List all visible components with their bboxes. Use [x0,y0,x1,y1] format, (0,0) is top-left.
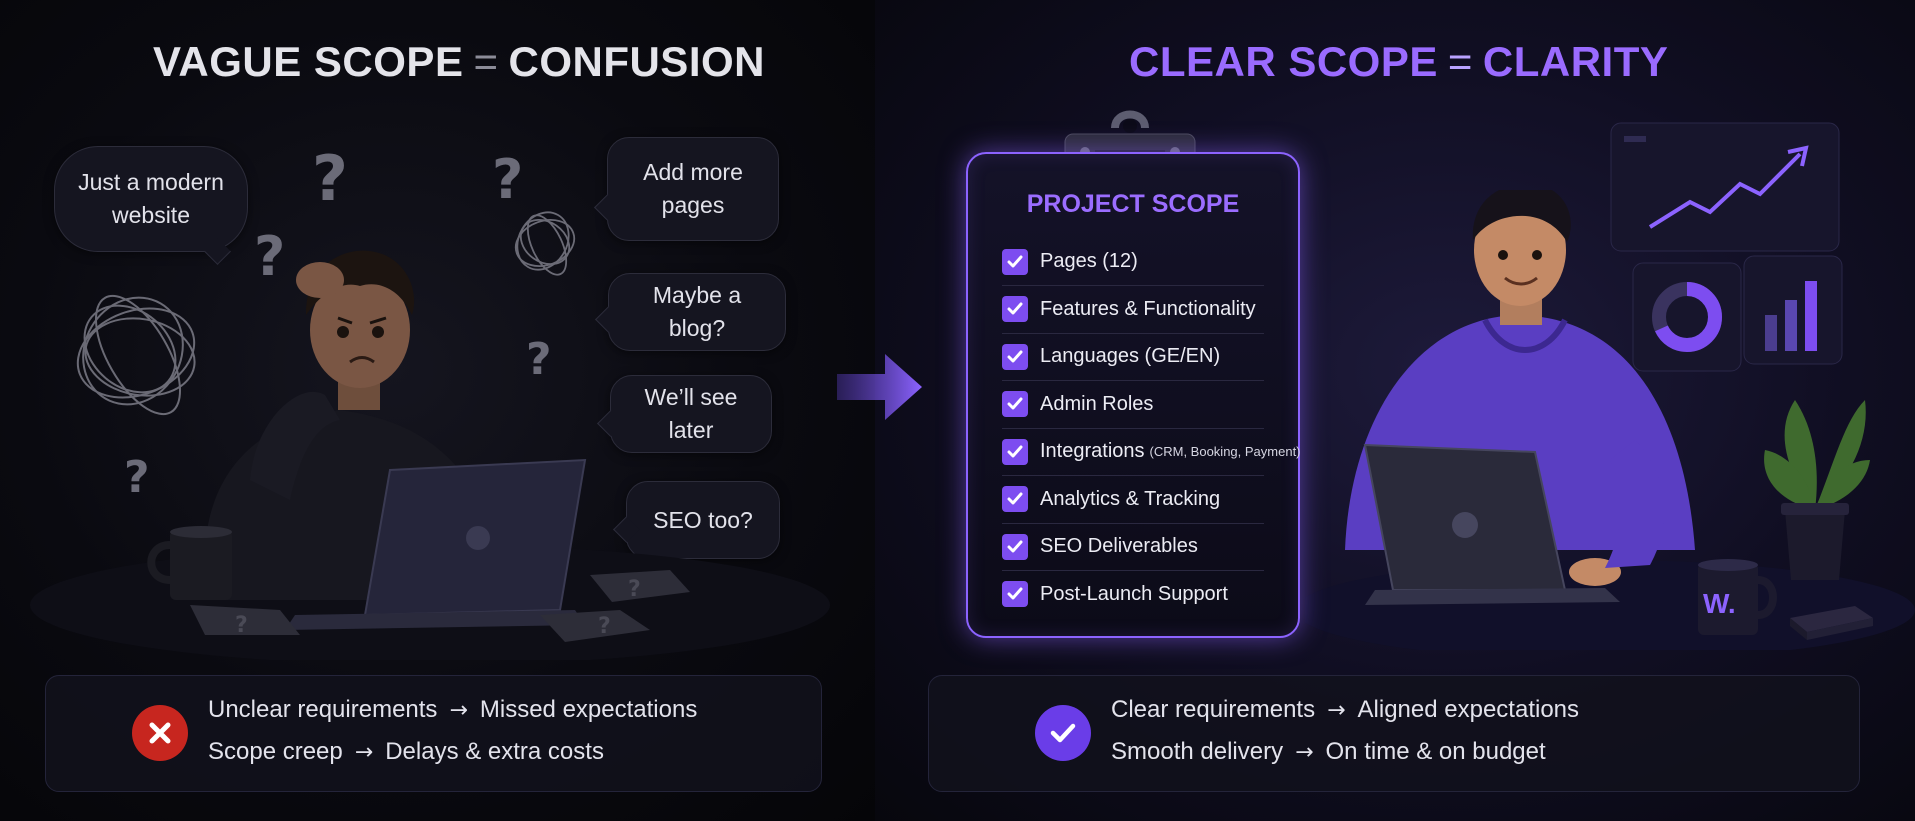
vague-scope-panel: VAGUE SCOPE=CONFUSION ? ? ? ? ? [0,0,875,821]
checkbox-icon [1002,391,1028,417]
arrow-right-icon: → [449,698,468,723]
svg-text:?: ? [598,614,611,639]
scope-item-label: Pages (12) [1040,250,1138,272]
mug-logo: W. [1703,588,1736,619]
right-title-equals: = [1447,38,1473,85]
bubble-text: Just a modern website [78,169,224,228]
scope-item-label: SEO Deliverables [1040,535,1198,557]
left-summary-box: Unclear requirements → Missed expectations… [45,675,822,792]
speech-bubble: We’ll see later [597,375,772,453]
right-summary-line-2: Smooth delivery → On time & on budget [1111,738,1546,766]
scope-item: Admin Roles [1002,381,1264,429]
scope-item-label: Analytics & Tracking [1040,487,1221,510]
line-chart-icon [1610,122,1840,252]
svg-text:?: ? [628,577,641,602]
left-title-part2: CONFUSION [508,38,765,85]
right-title-part2: CLARITY [1482,38,1669,85]
check-icon [1035,705,1091,761]
summary-text: Aligned expectations [1357,696,1580,723]
bar-chart-icon [1743,255,1843,365]
scope-item-label: Integrations [1040,440,1145,462]
summary-text: Missed expectations [479,696,698,723]
question-mark-icon: ? [124,452,150,503]
mug-icon [1698,559,1777,635]
checkbox-icon [1002,296,1028,322]
summary-text: Scope creep [208,738,343,765]
left-title-equals: = [473,38,499,85]
project-scope-clipboard: PROJECT SCOPE Pages (12) Features & Funct… [966,152,1301,638]
question-mark-icon: ? [492,148,524,211]
left-summary-line-2: Scope creep → Delays & extra costs [208,738,604,766]
scribble-icon [514,211,576,276]
scope-title: PROJECT SCOPE [1026,190,1240,218]
summary-text: On time & on budget [1325,738,1546,765]
speech-bubble: Just a modern website [54,146,248,265]
speech-bubble: Add more pages [594,137,779,241]
happy-person-illustration [1305,190,1915,650]
right-title-part1: CLEAR SCOPE [1129,38,1438,85]
summary-text: Clear requirements [1111,696,1316,723]
scope-item-label: Languages (GE/EN) [1040,345,1221,367]
arrow-right-icon: → [354,740,374,765]
scope-item: Integrations (CRM, Booking, Payment) [1002,428,1301,476]
scope-item: Analytics & Tracking [1002,476,1264,524]
bubble-text: Add more pages [643,159,743,218]
plant-icon [1764,400,1870,580]
speech-bubble: SEO too? [613,481,780,559]
summary-text: Delays & extra costs [385,738,604,765]
right-summary-line-1: Clear requirements → Aligned expectations [1111,696,1579,724]
bubble-text: Maybe a blog? [652,282,742,341]
svg-text:?: ? [235,613,248,638]
book-icon [1790,606,1873,640]
left-title: VAGUE SCOPE=CONFUSION [153,38,765,86]
scope-item-label: Post-Launch Support [1040,582,1228,605]
left-title-part1: VAGUE SCOPE [153,38,464,85]
scope-item-label: Admin Roles [1040,392,1154,415]
confused-person-illustration: ? ? ? [30,250,830,660]
right-title: CLEAR SCOPE=CLARITY [1129,38,1668,86]
scope-item: Languages (GE/EN) [1002,333,1264,381]
scope-item: Pages (12) [1002,238,1264,286]
checkbox-icon [1002,581,1028,607]
scope-item: Post-Launch Support [1002,571,1264,618]
question-mark-icon: ? [312,142,348,215]
checkbox-icon [1002,343,1028,370]
summary-text: Unclear requirements [208,696,438,723]
mug-icon [147,526,232,600]
summary-text: Smooth delivery [1111,738,1284,765]
checkbox-icon [1002,438,1028,465]
x-icon [132,705,188,761]
bubble-text: SEO too? [653,506,753,533]
scope-item-sublabel: (CRM, Booking, Payment) [1149,444,1301,459]
bubble-text: We’ll see later [644,384,738,443]
donut-chart-icon [1632,262,1742,372]
scribble-icon [76,294,196,416]
checkbox-icon [1002,248,1028,275]
scope-item-label: Features & Functionality [1040,297,1256,320]
arrow-right-icon: → [1295,740,1314,765]
question-mark-icon: ? [526,334,552,385]
scope-item: SEO Deliverables [1002,523,1264,571]
speech-bubble: Maybe a blog? [595,273,786,351]
right-summary-box: Clear requirements→Aligned expectations … [928,675,1860,792]
checkbox-icon [1002,486,1028,512]
scope-item: Features & Functionality [1002,286,1264,334]
question-mark-icon: ? [254,225,286,288]
arrow-right-icon: → [1327,698,1346,723]
arrow-right-icon [837,354,922,420]
checkbox-icon [1002,533,1028,560]
left-summary-line-1: Unclear requirements → Missed expectations [208,696,697,724]
